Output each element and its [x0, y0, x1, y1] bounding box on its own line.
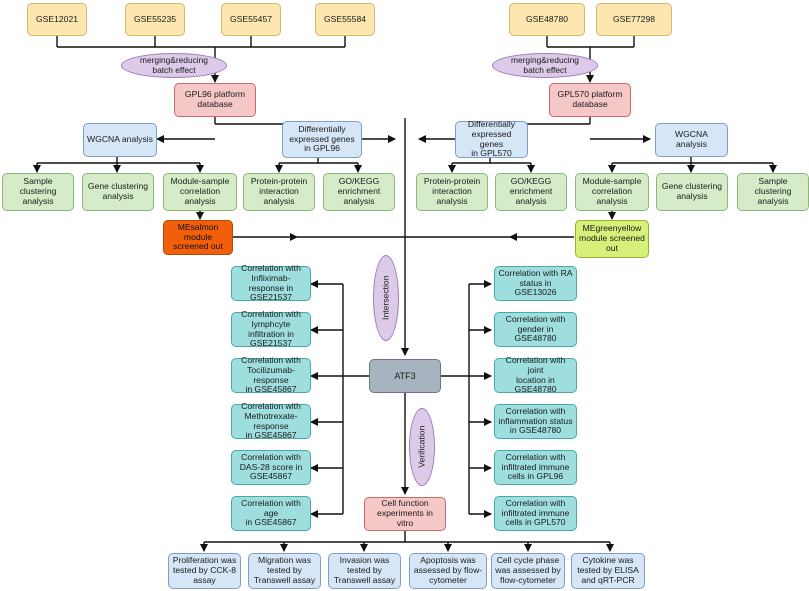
gpl570-platform: GPL570 platform database [549, 83, 631, 117]
wgcna-analysis-right: WGCNA analysis [655, 123, 728, 157]
correlation-age: Correlation with age in GSE45867 [231, 496, 311, 531]
ppi-analysis-right: Protein-protein interaction analysis [416, 173, 488, 211]
go-kegg-analysis-right: GO/KEGG enrichment analysis [495, 173, 567, 211]
gene-clustering-left: Gene clustering analysis [82, 173, 154, 211]
module-sample-correlation-left: Module-sample correlation analysis [163, 173, 237, 211]
experiment-cell-cycle: Cell cycle phase was assessed by flow-cy… [491, 553, 565, 589]
correlation-joint-location: Correlation with joint location in GSE48… [494, 355, 577, 394]
experiment-proliferation: Proliferation was tested by CCK-8 assay [168, 553, 241, 589]
batch-effect-oval-left: merging&reducing batch effect [121, 53, 227, 78]
intersection-oval: Intersection [373, 255, 399, 341]
module-sample-correlation-right: Module-sample correlation analysis [575, 173, 649, 211]
verification-oval: Verification [409, 408, 435, 486]
correlation-tocilizumab: Correlation with Tocilizumab-response in… [231, 355, 311, 394]
deg-gpl570: Differentially expressed genes in GPL570 [455, 119, 528, 158]
correlation-gender: Correlation with gender in GSE48780 [494, 312, 577, 347]
correlation-ra-status: Correlation with RA status in GSE13026 [494, 266, 577, 301]
dataset-gse55584: GSE55584 [315, 3, 375, 36]
dataset-gse48780: GSE48780 [509, 3, 585, 36]
megreenyellow-module: MEgreenyellow module screened out [575, 220, 649, 258]
mesalmon-module: MEsalmon module screened out [163, 220, 233, 255]
ppi-analysis-left: Protein-protein interaction analysis [243, 173, 315, 211]
batch-effect-oval-right: merging&reducing batch effect [492, 53, 598, 78]
deg-gpl96: Differentially expressed genes in GPL96 [282, 121, 362, 158]
intersection-label: Intersection [380, 275, 391, 321]
dataset-gse55235: GSE55235 [125, 3, 185, 36]
experiment-invasion: Invasion was tested by Transwell assay [328, 553, 401, 589]
experiment-apoptosis: Apoptosis was assessed by flow- cytomete… [409, 553, 487, 589]
dataset-gse55457: GSE55457 [221, 3, 281, 36]
experiment-migration: Migration was tested by Transwell assay [248, 553, 321, 589]
cell-function-experiments: Cell function experiments in vitro [364, 497, 446, 531]
experiment-cytokine: Cytokine was tested by ELISA and qRT-PCR [571, 553, 645, 589]
correlation-infliximab: Correlation with Infliximab-response in … [231, 263, 311, 302]
correlation-immune-gpl96: Correlation with infiltrated immune cell… [494, 450, 577, 485]
correlation-immune-gpl570: Correlation with infiltrated immune cell… [494, 496, 577, 531]
correlation-lymphocyte: Correlation with lymphcyte infiltration … [231, 309, 311, 348]
sample-clustering-left: Sample clustering analysis [2, 173, 74, 211]
correlation-methotrexate: Correlation with Methotrexate-response i… [231, 401, 311, 440]
gene-clustering-right: Gene clustering analysis [656, 173, 728, 211]
verification-label: Verification [416, 425, 427, 469]
dataset-gse12021: GSE12021 [27, 3, 87, 36]
atf3-hub-gene: ATF3 [369, 359, 441, 393]
gpl96-platform: GPL96 platform database [174, 83, 256, 117]
wgcna-analysis-left: WGCNA analysis [83, 123, 157, 157]
correlation-das28: Correlation with DAS-28 score in GSE4586… [231, 450, 311, 485]
sample-clustering-right: Sample clustering analysis [737, 173, 809, 211]
dataset-gse77298: GSE77298 [596, 3, 672, 36]
correlation-inflammation: Correlation with inflammation status in … [494, 404, 577, 439]
go-kegg-analysis-left: GO/KEGG enrichment analysis [323, 173, 395, 211]
